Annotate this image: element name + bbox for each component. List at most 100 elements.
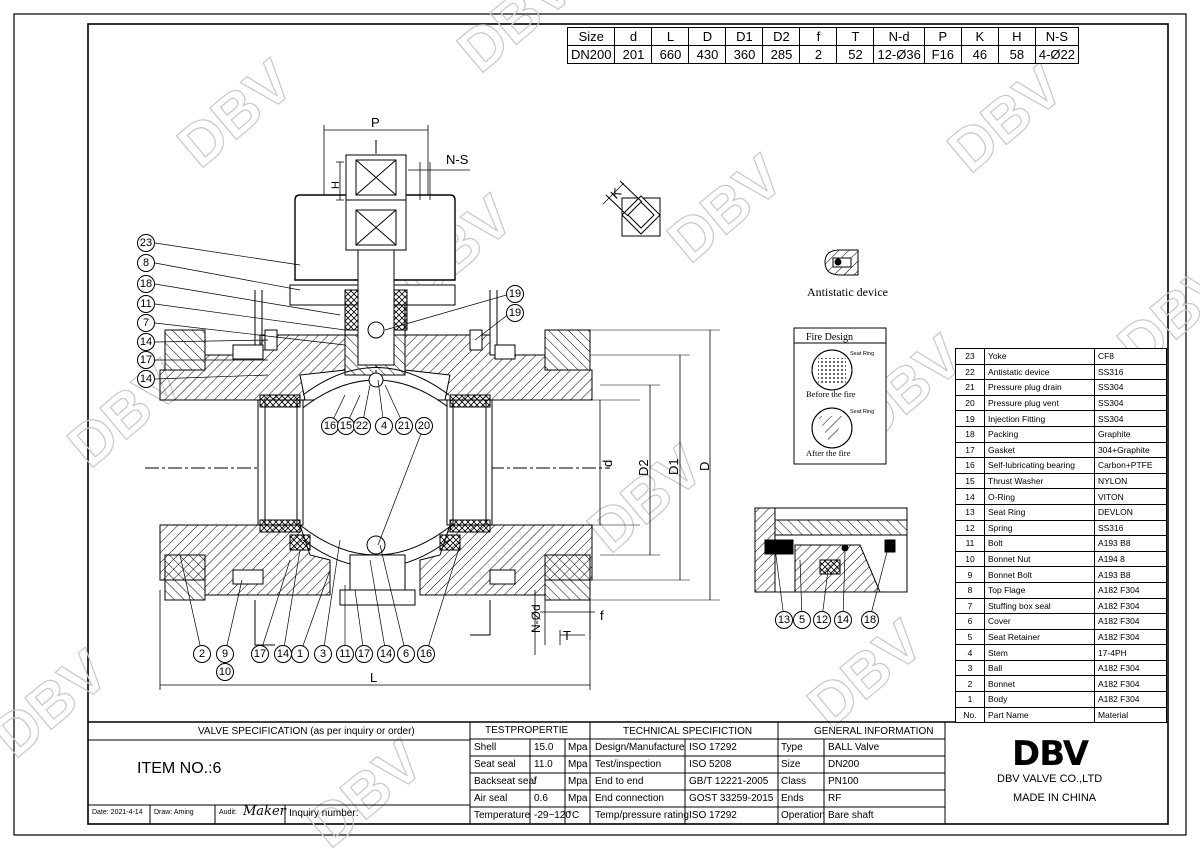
part-no: 7 bbox=[955, 597, 985, 615]
fire-design-detail: Fire Design Seat Ring Before the fire Se… bbox=[793, 327, 887, 465]
part-material: A182 F304 bbox=[1093, 675, 1168, 693]
gen-value: PN100 bbox=[828, 776, 859, 787]
seat-detail bbox=[754, 507, 908, 619]
tech-name: Temp/pressure rating bbox=[595, 810, 689, 821]
svg-text:DBV: DBV bbox=[295, 727, 435, 849]
valve-section-view bbox=[145, 125, 720, 690]
dim-value-10: 46 bbox=[960, 45, 999, 64]
dim-value-9: F16 bbox=[923, 45, 962, 64]
tests-name: Backseat seal bbox=[474, 776, 537, 787]
parts-header-no: No. bbox=[955, 706, 985, 724]
company-name: DBV VALVE CO.,LTD bbox=[997, 773, 1103, 785]
part-name: Packing bbox=[984, 425, 1095, 443]
test-title: TESTPROPERTIE bbox=[485, 725, 569, 736]
callout-bubble: 12 bbox=[813, 611, 831, 629]
dim-value-7: 52 bbox=[836, 45, 875, 64]
dim-H: H bbox=[330, 181, 342, 189]
part-name: Antistatic device bbox=[984, 363, 1095, 381]
spec-title: VALVE SPECIFICATION (as per inquiry or o… bbox=[198, 726, 415, 737]
dim-header-12: N-S bbox=[1034, 27, 1079, 46]
part-material: A182 F304 bbox=[1093, 613, 1168, 630]
drawer: Draw: Aming bbox=[154, 809, 194, 816]
dimension-labels: P H N-S d D2 D1 D N-Ød f T L bbox=[330, 115, 712, 685]
part-name: Ball bbox=[984, 659, 1095, 677]
dim-value-5: 285 bbox=[762, 45, 801, 64]
part-material: VITON bbox=[1093, 488, 1168, 505]
dim-value-12: 4-Ø22 bbox=[1034, 45, 1079, 64]
part-no: 12 bbox=[955, 519, 985, 537]
callout-bubble: 2 bbox=[193, 645, 211, 663]
dim-header-4: D1 bbox=[725, 27, 764, 46]
part-material: SS316 bbox=[1093, 519, 1168, 537]
part-material: CF8 bbox=[1093, 348, 1168, 365]
tests-unit: Mpa bbox=[568, 759, 588, 770]
tests-value: -29~120 bbox=[534, 810, 571, 821]
callout-bubble: 23 bbox=[137, 234, 155, 252]
dim-value-8: 12-Ø36 bbox=[873, 45, 925, 64]
dim-header-3: D bbox=[688, 27, 727, 46]
part-name: Self-lubricating bearing bbox=[984, 457, 1095, 474]
part-material: A194 8 bbox=[1093, 550, 1168, 568]
callout-bubble: 21 bbox=[395, 417, 413, 435]
part-material: Graphite bbox=[1093, 425, 1168, 443]
svg-text:DBV: DBV bbox=[655, 142, 795, 275]
tech-value: ISO 17292 bbox=[689, 742, 737, 753]
part-no: 2 bbox=[955, 675, 985, 693]
tests-unit: Mpa bbox=[568, 793, 588, 804]
part-name: Cover bbox=[984, 613, 1095, 630]
part-name: O-Ring bbox=[984, 488, 1095, 505]
gen-name: Class bbox=[781, 776, 807, 787]
dim-D2: D2 bbox=[636, 459, 651, 476]
tech-value: GOST 33259-2015 bbox=[689, 793, 774, 804]
part-name: Bonnet Nut bbox=[984, 550, 1095, 568]
part-no: 14 bbox=[955, 488, 985, 505]
dim-value-2: 660 bbox=[651, 45, 690, 64]
part-material: NYLON bbox=[1093, 472, 1168, 490]
part-material: Carbon+PTFE bbox=[1093, 457, 1168, 474]
dim-value-11: 58 bbox=[997, 45, 1036, 64]
tests-name: Air seal bbox=[474, 793, 508, 804]
antistatic-label: Antistatic device bbox=[807, 285, 888, 299]
tech-title: TECHNICAL SPECIFICTION bbox=[623, 726, 753, 737]
part-no: 16 bbox=[955, 457, 985, 474]
dim-d: d bbox=[600, 460, 615, 467]
part-name: Bonnet bbox=[984, 675, 1095, 693]
callout-bubble: 14 bbox=[137, 333, 155, 351]
callout-bubble: 11 bbox=[336, 645, 354, 663]
tech-value: ISO 17292 bbox=[689, 810, 737, 821]
svg-text:Seat Ring: Seat Ring bbox=[850, 351, 874, 357]
tests-value: 15.0 bbox=[534, 742, 554, 753]
part-material: DEVLON bbox=[1093, 503, 1168, 521]
callout-bubble: 20 bbox=[415, 417, 433, 435]
part-no: 15 bbox=[955, 472, 985, 490]
callout-bubble: 17 bbox=[137, 351, 155, 369]
callout-bubble: 8 bbox=[137, 254, 155, 272]
gen-value: DN200 bbox=[828, 759, 860, 770]
callout-bubble: 7 bbox=[137, 314, 155, 332]
made-in: MADE IN CHINA bbox=[1013, 792, 1097, 804]
part-name: Stuffing box seal bbox=[984, 597, 1095, 615]
tests-value: 0.6 bbox=[534, 793, 548, 804]
part-name: Seat Retainer bbox=[984, 628, 1095, 646]
dim-header-0: Size bbox=[566, 27, 616, 46]
tech-name: End to end bbox=[595, 776, 644, 787]
dim-header-11: H bbox=[997, 27, 1036, 46]
fire-design-title: Fire Design bbox=[806, 332, 853, 343]
gen-name: Size bbox=[781, 759, 801, 770]
parts-header-material: Material bbox=[1093, 706, 1168, 724]
part-material: A182 F304 bbox=[1093, 628, 1168, 646]
callout-bubble: 17 bbox=[355, 645, 373, 663]
callout-bubble: 14 bbox=[137, 370, 155, 388]
part-no: 3 bbox=[955, 659, 985, 677]
dim-header-7: T bbox=[836, 27, 875, 46]
callout-bubble: 4 bbox=[375, 417, 393, 435]
